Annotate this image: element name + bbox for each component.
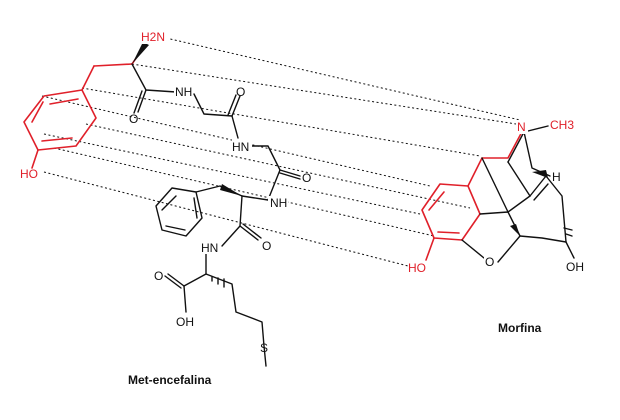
ether-o-label: O xyxy=(485,255,494,269)
dotted-line-ring-1 xyxy=(81,87,481,157)
carbonyl-o-label-3: O xyxy=(302,171,311,185)
tyrosine-ho-bond xyxy=(31,149,39,169)
caption-met-enkephalin: Met-encefalina xyxy=(128,373,212,387)
carbonyl-o-label-2: O xyxy=(236,85,245,99)
dotted-line-hydroxyl xyxy=(43,171,409,267)
acid-o-label: O xyxy=(154,269,163,283)
dotted-line-ring-4 xyxy=(43,133,421,215)
dotted-line-alpha xyxy=(131,63,517,125)
morphine-ho-label: HO xyxy=(408,261,426,275)
tyrosine-ring xyxy=(23,89,97,151)
acid-oh-label: OH xyxy=(176,315,194,329)
morphine-n-label: N xyxy=(517,120,526,134)
dotted-line-amine xyxy=(165,37,521,121)
morphine-hash-wedge xyxy=(563,227,573,237)
atom-labels: H2N NH O O HN O NH HN O O OH S HO N CH3 … xyxy=(20,28,584,355)
nh-label-1: NH xyxy=(175,85,192,99)
dotted-line-ring-5 xyxy=(53,147,435,237)
morphine-structure xyxy=(421,125,575,263)
carbonyl-o-label-4: O xyxy=(262,239,271,253)
hn-label-2: HN xyxy=(201,241,218,255)
carbonyl-o-label-1: O xyxy=(129,112,138,126)
nh-label-2: NH xyxy=(270,196,287,210)
hash-wedge xyxy=(211,276,225,288)
methyl-label: CH3 xyxy=(550,118,574,132)
morphine-oh-label: OH xyxy=(566,260,584,274)
caption-morphine: Morfina xyxy=(498,321,542,335)
sulfur-label: S xyxy=(260,341,268,355)
met-enkephalin-structure xyxy=(23,42,301,367)
hn-label-1: HN xyxy=(232,140,249,154)
tyrosine-ho-label: HO xyxy=(20,167,38,181)
amine-label: H2N xyxy=(141,30,165,44)
morphine-h-label: H xyxy=(552,170,561,184)
morphine-aromatic-ring xyxy=(421,183,481,241)
